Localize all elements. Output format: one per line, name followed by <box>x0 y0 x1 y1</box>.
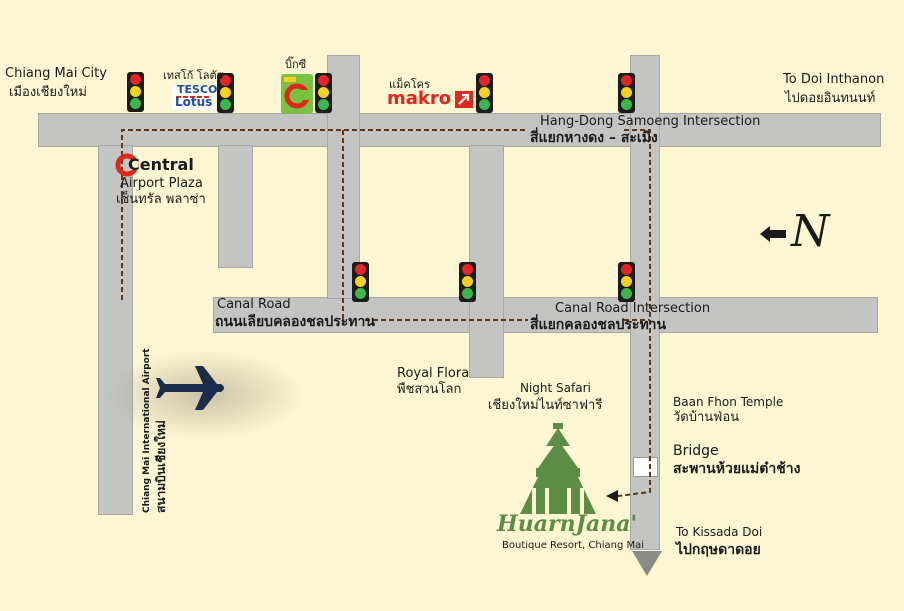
label-airport: Chiang Mai International Airport <box>142 348 152 513</box>
label-hang-dong-intersection: Hang-Dong Samoeng Intersection <box>540 114 761 129</box>
traffic-light-icon <box>217 73 234 113</box>
label-night-safari: Night Safari <box>520 381 591 395</box>
label-royal-flora-thai: พืชสวนโลก <box>397 382 462 397</box>
label-canal-intersection: Canal Road Intersection <box>555 301 711 316</box>
label-central-thai: เซ็นทรัล พลาซ่า <box>116 192 206 207</box>
label-makro-thai: แม็คโคร <box>389 78 430 91</box>
route-lines <box>121 129 651 497</box>
compass-north-label: N <box>791 206 830 257</box>
road-airport <box>98 145 133 515</box>
label-bridge-thai: สะพานห้วยแม่ต๋าช้าง <box>673 461 801 477</box>
central-logo-icon <box>115 153 139 177</box>
resort-name-logo: HuarnJana' <box>497 511 638 537</box>
lotus-logo-text: Lotus <box>175 95 213 109</box>
traffic-light-icon <box>459 262 476 302</box>
resort-building-icon <box>520 423 596 514</box>
label-kissada-doi: To Kissada Doi <box>676 525 763 539</box>
bigc-logo <box>281 74 313 114</box>
route-arrow-icon <box>606 490 618 502</box>
label-tesco-thai: เทสโก้ โลตัส <box>163 69 224 82</box>
traffic-light-icon <box>476 73 493 113</box>
label-hang-dong-intersection-thai: สี่แยกหางดง – สะเมิง <box>530 130 658 146</box>
label-chiang-mai-city-thai: เมืองเชียงใหม่ <box>9 85 87 100</box>
tesco-logo-text: TESCO <box>177 83 218 96</box>
road-central-spur <box>218 145 253 268</box>
traffic-light-icon <box>352 262 369 302</box>
resort-subtitle: Boutique Resort, Chiang Mai <box>502 540 645 551</box>
label-baan-fhon-temple: Baan Fhon Temple <box>673 395 784 409</box>
label-baan-fhon-temple-thai: วัดบ้านฟ่อน <box>673 410 740 425</box>
traffic-light-icon <box>618 73 635 113</box>
label-airport-thai: สนามบินเชียงใหม่ <box>154 420 168 513</box>
label-doi-inthanon-thai: ไปดอยอินทนนท์ <box>785 91 876 106</box>
label-chiang-mai-city: Chiang Mai City <box>5 66 107 81</box>
label-kissada-doi-thai: ไปกฤษดาดอย <box>676 542 761 558</box>
label-central-airport-plaza: Airport Plaza <box>120 176 203 191</box>
traffic-light-icon <box>127 72 144 112</box>
label-night-safari-thai: เชียงใหม่ไนท์ซาฟารี <box>488 398 603 413</box>
airplane-icon <box>156 366 224 410</box>
makro-logo-text: makro <box>387 88 452 109</box>
label-doi-inthanon: To Doi Inthanon <box>783 72 885 87</box>
label-canal-road: Canal Road <box>217 297 291 312</box>
road-middle <box>469 145 504 378</box>
label-bridge: Bridge <box>673 443 719 459</box>
label-royal-flora: Royal Flora <box>397 366 470 381</box>
tesco-lotus-logo <box>172 85 216 110</box>
traffic-light-icon <box>315 73 332 113</box>
makro-arrow-icon <box>455 91 473 108</box>
central-logo-text: Central <box>128 155 194 174</box>
label-canal-road-thai: ถนนเลียบคลองชลประทาน <box>215 314 375 330</box>
traffic-light-icon <box>618 262 635 302</box>
road-canal <box>213 297 878 333</box>
south-arrow-icon <box>632 551 662 576</box>
bridge-marker <box>633 457 658 477</box>
arrow-left-icon <box>760 226 786 242</box>
label-bigc-thai: บิ๊กซี <box>285 58 307 71</box>
label-canal-intersection-thai: สี่แยกคลองชลประทาน <box>530 317 667 333</box>
